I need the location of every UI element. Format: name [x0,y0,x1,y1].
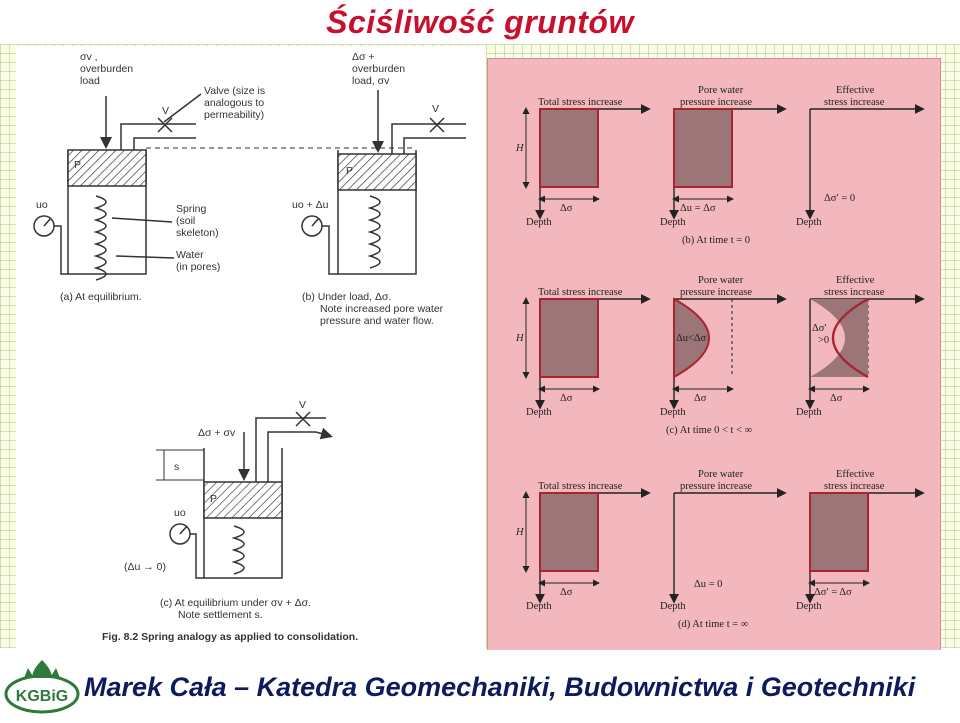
diagram-c [156,411,333,579]
b-caption-line3: pressure and water flow. [320,315,434,327]
row-c-total-bottom: Δσ [560,393,573,404]
row-c-depth-3: Depth [796,407,822,418]
row-c-eff-header-1: Effective [836,275,875,286]
row-b-total-header: Total stress increase [538,97,623,108]
b-caption-line1: (b) Under load, Δσ. [302,291,391,303]
row-b-eff-bottom: Δσ′ = 0 [824,193,855,204]
row-b-pore-header-1: Pore water [698,85,744,96]
a-water-line1: Water [176,249,204,261]
a-load-line2: overburden [80,63,133,75]
c-gauge-label: uo [174,507,186,519]
c-settlement-label: s [174,461,179,473]
stress-distribution-svg: Total stress increase Pore water pressur… [515,85,925,630]
row-d-eff-bottom: Δσ′ = Δσ [814,587,852,598]
row-b-caption: (b) At time t = 0 [682,235,750,246]
row-c: Total stress increase Pore water pressur… [515,275,925,436]
a-valve-line1: Valve (size is [204,85,265,97]
a-valve-letter: V [162,105,169,117]
a-load-line1: σv , [80,51,98,63]
row-d: Total stress increase Pore water pressur… [515,469,925,630]
kgbig-logo-icon: KGBiG [4,660,80,714]
diagram-a [33,93,202,281]
c-du-label: (Δu → 0) [124,561,166,573]
row-c-pore-header-1: Pore water [698,275,744,286]
row-d-depth-2: Depth [660,601,686,612]
a-gauge-label: uo [36,199,48,211]
stress-distribution-figure: Total stress increase Pore water pressur… [487,58,941,652]
row-b-pore-bottom: Δu = Δσ [680,203,716,214]
row-c-caption: (c) At time 0 < t < ∞ [666,425,752,436]
row-d-pore-header-1: Pore water [698,469,744,480]
row-c-h: H [515,333,525,344]
b-gauge-label: uo + Δu [292,199,329,211]
a-piston-letter: P [74,159,81,171]
row-d-total-header: Total stress increase [538,481,623,492]
row-c-depth-2: Depth [660,407,686,418]
kgbig-logo: KGBiG [2,656,80,718]
row-b-eff-header-1: Effective [836,85,875,96]
b-caption-line2: Note increased pore water [320,303,444,315]
row-c-eff-header-2: stress increase [824,287,885,298]
a-valve-line2: analogous to [204,97,264,109]
row-b-eff-header-2: stress increase [824,97,885,108]
c-caption-line1: (c) At equilibrium under σv + Δσ. [160,597,311,609]
c-caption-line2: Note settlement s. [178,609,263,621]
b-load-line3: load, σv [352,75,390,87]
fig-caption: Fig. 8.2 Spring analogy as applied to co… [102,631,358,643]
a-valve-line3: permeability) [204,109,264,121]
row-c-depth-1: Depth [526,407,552,418]
row-d-eff-header-1: Effective [836,469,875,480]
c-valve-letter: V [299,399,306,411]
a-spring-line1: Spring [176,203,207,215]
row-b-pore-header-2: pressure increase [680,97,752,108]
a-load-line3: load [80,75,100,87]
row-d-pore-header-2: pressure increase [680,481,752,492]
c-piston-letter: P [210,493,217,505]
slide-title: Ściśliwość gruntów [326,4,634,40]
spring-analogy-svg: σv , overburden load Valve (size is anal… [33,51,466,643]
row-c-eff-bottom: Δσ [830,393,843,404]
b-piston-letter: P [346,165,353,177]
row-c-pore-inner: Δu<Δσ [676,333,707,344]
row-c-eff-inner-2: >0 [818,335,829,346]
row-b-h: H [515,143,525,154]
row-b-depth-2: Depth [660,217,686,228]
a-spring-line2: (soil [176,215,195,227]
spring-analogy-figure: σv , overburden load Valve (size is anal… [16,46,486,648]
row-c-total-header: Total stress increase [538,287,623,298]
a-water-line2: (in pores) [176,261,220,273]
row-d-caption: (d) At time t = ∞ [678,619,748,630]
row-c-eff-inner-1: Δσ′ [812,323,827,334]
b-load-line1: Δσ + [352,51,375,63]
row-d-total-bottom: Δσ [560,587,573,598]
diagram-b [301,90,466,275]
b-load-line2: overburden [352,63,405,75]
row-d-depth-1: Depth [526,601,552,612]
footer-bar [0,650,960,720]
c-load-label: Δσ + σv [198,427,236,439]
row-b: Total stress increase Pore water pressur… [515,85,925,246]
logo-text: KGBiG [16,688,68,705]
a-caption: (a) At equilibrium. [60,291,142,303]
row-c-pore-bottom: Δσ [694,393,707,404]
row-b-total-bottom: Δσ [560,203,573,214]
row-c-pore-header-2: pressure increase [680,287,752,298]
b-valve-letter: V [432,103,439,115]
footer-text: Marek Cała – Katedra Geomechaniki, Budow… [84,672,916,702]
row-d-eff-header-2: stress increase [824,481,885,492]
row-d-h: H [515,527,525,538]
row-b-depth-1: Depth [526,217,552,228]
row-d-depth-3: Depth [796,601,822,612]
row-b-depth-3: Depth [796,217,822,228]
a-spring-line3: skeleton) [176,227,219,239]
row-d-pore-bottom: Δu = 0 [694,579,722,590]
